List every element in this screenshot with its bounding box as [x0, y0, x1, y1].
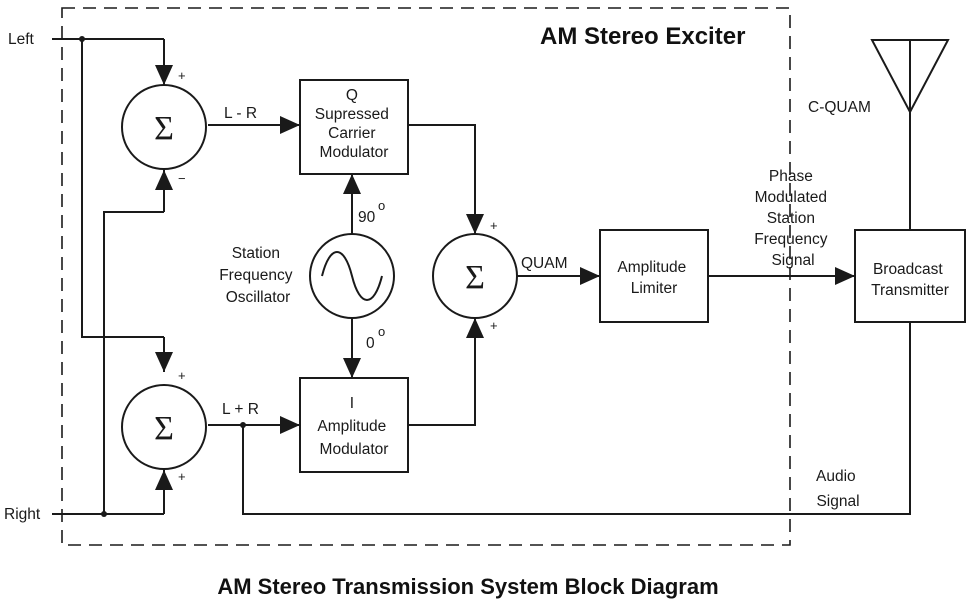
audio-signal-label: Audio Signal: [816, 468, 860, 510]
diagram-caption: AM Stereo Transmission System Block Diag…: [217, 574, 718, 599]
right-junction: [101, 511, 107, 517]
q-modulator-label: Q Supressed Carrier Modulator: [315, 87, 393, 161]
quam-label: QUAM: [521, 255, 568, 272]
phase-0-label: 0: [366, 335, 375, 352]
phase-modulated-label: Phase Modulated Station Frequency Signal: [754, 168, 832, 269]
l-plus-r-label: L + R: [222, 401, 259, 418]
sine-wave-icon: [321, 251, 383, 301]
sigma-icon: Σ: [154, 410, 174, 447]
summer-l-minus-r: Σ + −: [121, 68, 207, 186]
broadcast-transmitter-block: Broadcast Transmitter: [854, 229, 966, 323]
antenna-icon: [870, 39, 950, 115]
l-minus-r-label: L - R: [224, 105, 257, 122]
oscillator-label: Station Frequency Oscillator: [219, 245, 297, 306]
limiter-label: Amplitude Limiter: [617, 259, 690, 297]
signal-wires: [52, 38, 911, 515]
transmitter-label: Broadcast Transmitter: [871, 261, 949, 299]
plus-sign: +: [490, 318, 498, 333]
degree-symbol: o: [378, 198, 385, 213]
degree-symbol: o: [378, 324, 385, 339]
audio-junction: [240, 422, 246, 428]
exciter-title: AM Stereo Exciter: [540, 23, 745, 50]
plus-sign: +: [178, 68, 186, 83]
q-modulator-block: Q Supressed Carrier Modulator: [299, 79, 409, 175]
plus-sign: +: [178, 469, 186, 484]
left-input-label: Left: [8, 31, 35, 48]
left-junction: [79, 36, 85, 42]
phase-90-label: 90: [358, 209, 376, 226]
summer-quam: Σ + +: [432, 218, 518, 333]
oscillator: [309, 233, 395, 319]
sigma-icon: Σ: [465, 259, 485, 296]
i-modulator-label: I Amplitude Modulator: [317, 395, 390, 458]
plus-sign: +: [490, 218, 498, 233]
right-input-label: Right: [4, 506, 41, 523]
i-modulator-block: I Amplitude Modulator: [299, 377, 409, 473]
minus-sign: −: [178, 171, 186, 186]
plus-sign: +: [178, 368, 186, 383]
sigma-icon: Σ: [154, 110, 174, 147]
amplitude-limiter-block: Amplitude Limiter: [599, 229, 709, 323]
summer-l-plus-r: Σ + +: [121, 368, 207, 484]
cquam-label: C-QUAM: [808, 99, 871, 116]
